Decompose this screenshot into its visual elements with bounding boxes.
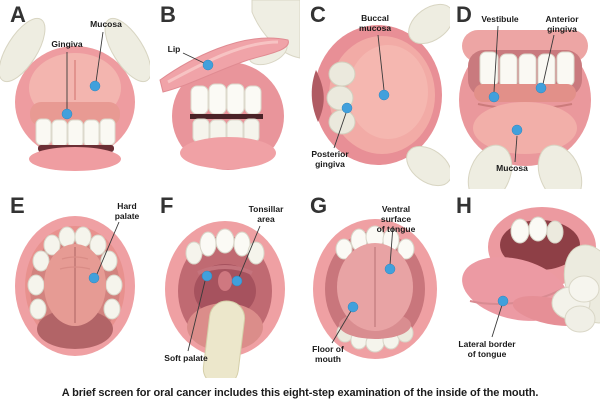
panel-e-illustration [15,216,135,356]
marker-dot [488,91,500,103]
mouth-shadow [37,309,113,349]
label-gingiva: Gingiva [51,39,83,49]
panel-c: C Buccal mucosa Posterior gingiva [300,0,450,189]
gingiva [30,102,120,126]
glove-fingers [467,144,583,189]
panel-d: D Vestibule Anterior gingiva Mucosa [450,0,600,189]
leader-lateral-border [491,304,503,338]
glove-hand [248,0,300,66]
marker-dot [341,102,353,114]
label-lip: Lip [167,44,181,54]
marker-dot [201,270,213,282]
leader-lip [182,52,205,64]
label-ventral-surface: Ventral surface of tongue [376,204,416,234]
lower-lip [180,137,276,169]
panel-h: H Lateral border of tongue [450,189,600,378]
anterior-gingiva [474,84,576,102]
mouth-corner [311,70,324,122]
upper-teeth-arch [27,226,123,320]
label-hard-palate: Hard palate [114,201,140,221]
label-mucosa: Mucosa [90,19,122,29]
label-anterior-gingiva: Anterior gingiva [545,14,579,34]
panel-a: A Gingiva Mucosa [0,0,150,189]
panel-letter: H [456,193,472,218]
label-posterior-gingiva: Posterior gingiva [311,149,349,169]
leader-mucosa [95,31,104,83]
label-lateral-border: Lateral border of tongue [458,339,516,359]
marker-dot [497,295,509,307]
leader-floor-of-mouth [331,310,352,344]
teeth [190,83,263,145]
teeth [35,118,116,152]
label-tonsillar-area: Tonsillar area [248,204,284,224]
panel-b: B Lip [150,0,300,189]
gauze [551,275,600,333]
marker-dot [231,275,243,287]
tongue-depressor [202,300,246,378]
marker-dot [378,89,390,101]
glove-fingers [406,3,450,187]
panel-letter: F [160,193,174,218]
panel-f: F Tonsillar area Soft palate [150,189,300,378]
marker-dot [535,82,547,94]
leader-soft-palate [187,280,206,352]
marker-dot [384,263,396,275]
figure-caption: A brief screen for oral cancer includes … [61,387,539,399]
lip-mucosa [473,102,577,154]
panel-c-illustration [311,3,450,187]
panel-f-illustration [165,221,285,378]
leader-buccal-mucosa [377,34,385,91]
panel-letter: C [310,2,326,27]
marker-dot [347,301,359,313]
panel-a-illustration [0,17,150,171]
panel-d-illustration [459,25,591,189]
marker-dot [511,124,523,136]
lower-lip [29,147,121,171]
label-soft-palate: Soft palate [164,353,208,363]
upper-teeth [185,228,265,265]
panel-b-illustration [159,0,300,170]
leader-vestibule [493,25,499,93]
leader-posterior-gingiva [333,112,347,149]
leader-anterior-gingiva [542,34,555,85]
leader-mucosa [514,135,518,163]
upper-teeth [510,216,564,244]
label-mucosa: Mucosa [496,163,528,173]
leader-hard-palate [96,221,120,275]
tongue-ventral [337,243,413,331]
label-buccal-mucosa: Buccal mucosa [358,13,392,33]
panel-g-illustration [313,219,437,359]
label-vestibule: Vestibule [481,14,519,24]
panel-letter: B [160,2,176,27]
panel-letter: A [10,2,26,27]
marker-dot [88,272,100,284]
panel-g: G Ventral surface of tongue Floor of mou… [300,189,450,378]
panel-letter: E [10,193,25,218]
leader-ventral-surface [389,225,394,266]
marker-dot [89,80,101,92]
leader-tonsillar-area [238,225,261,278]
molar-teeth [326,61,356,135]
flipped-upper-lip [159,37,289,93]
panel-letter: G [310,193,328,218]
label-floor-of-mouth: Floor of mouth [312,344,344,364]
teeth [479,51,575,89]
marker-dot [61,108,73,120]
hard-palate [44,244,106,326]
glove-fingers [0,17,150,83]
marker-dot [202,59,214,71]
panel-letter: D [456,2,472,27]
uvula-icon [218,271,232,291]
panel-h-illustration [462,207,600,338]
panel-e: E Hard palate [0,189,150,378]
